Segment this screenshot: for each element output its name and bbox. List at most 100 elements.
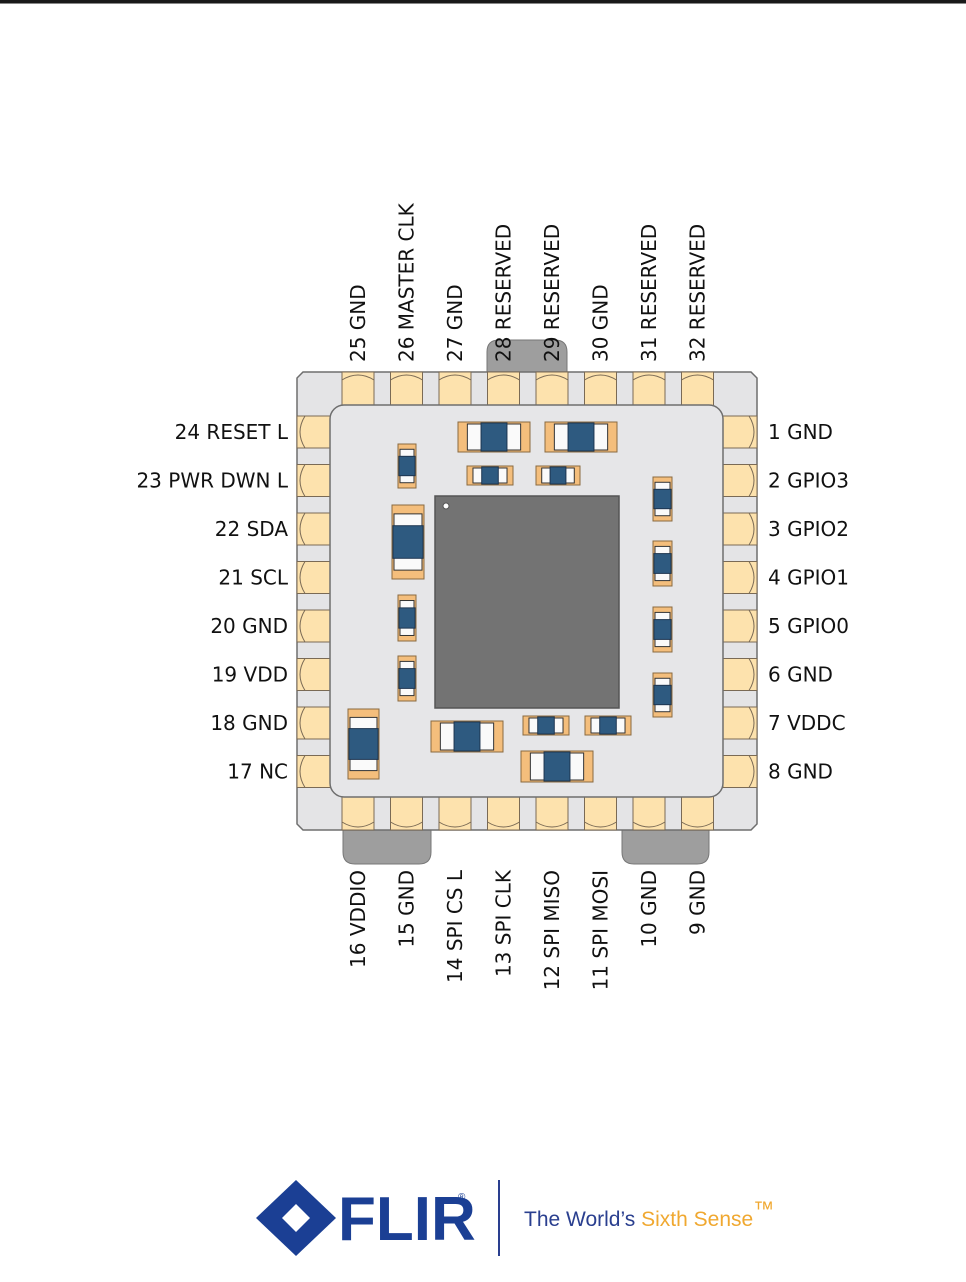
component-core	[653, 488, 672, 510]
component-core	[348, 728, 379, 760]
component-core	[398, 455, 416, 477]
component-core	[481, 466, 499, 485]
pin-label-right: 5 GPIO0	[768, 614, 849, 638]
pin-label-bottom: 14 SPI CS L	[443, 869, 467, 983]
bottom-pad-notch	[632, 821, 666, 828]
pin-label-top: 31 RESERVED	[637, 224, 661, 362]
pin-label-left: 21 SCL	[218, 566, 288, 590]
top-pad-notch	[584, 374, 617, 381]
right-pad-notch	[748, 512, 755, 546]
pin-label-left: 17 NC	[227, 760, 288, 784]
bottom-pad-notch	[535, 821, 569, 828]
bottom-pad-notch	[487, 821, 520, 828]
bottom-left-tab	[342, 829, 432, 865]
smd-component	[584, 715, 632, 736]
smd-component	[466, 465, 514, 486]
pin-label-right: 3 GPIO2	[768, 517, 849, 541]
bottom-pad-notch	[341, 821, 375, 828]
component-core	[453, 721, 481, 752]
smd-component	[347, 708, 380, 780]
pin-label-left: 23 PWR DWN L	[136, 469, 288, 493]
tagline: The World’s Sixth Sense™	[524, 1198, 774, 1231]
top-pad-notch	[632, 374, 666, 381]
pin-label-right: 1 GND	[768, 420, 833, 444]
page-top-rule	[0, 0, 966, 4]
inner-substrate	[329, 404, 724, 798]
tagline-part2: Sixth Sense	[641, 1208, 753, 1231]
pin-label-bottom: 11 SPI MOSI	[589, 870, 613, 990]
left-pad-notch	[299, 512, 306, 546]
top-pad-notch	[487, 374, 520, 381]
left-pad-notch	[299, 464, 306, 497]
pin-label-bottom: 16 VDDIO	[346, 870, 370, 968]
left-pad-notch	[299, 561, 306, 594]
smd-components	[347, 421, 673, 783]
left-pad-notch	[299, 609, 306, 643]
registered-mark: ®	[458, 1192, 466, 1203]
bottom-pad-notch	[681, 821, 714, 828]
component-core	[653, 684, 672, 706]
right-pad-notch	[748, 609, 755, 643]
right-pad-notch	[748, 415, 755, 449]
component-core	[398, 607, 416, 629]
pin-label-top: 25 GND	[346, 284, 370, 362]
pin-label-bottom: 12 SPI MISO	[540, 870, 564, 990]
smd-component	[535, 465, 581, 486]
pin1-marker	[442, 502, 450, 510]
pin-labels: 25 GND 26 MASTER CLK 27 GND 28 RESERVED 29 R…	[136, 202, 849, 990]
tagline-part1: The World’s	[524, 1208, 641, 1231]
smd-component	[391, 504, 425, 580]
pin-label-top: 29 RESERVED	[540, 224, 564, 362]
right-pad-notch	[748, 561, 755, 594]
bottom-pad-notch	[584, 821, 617, 828]
pin-label-left: 20 GND	[210, 614, 288, 638]
component-core	[653, 553, 672, 574]
bottom-right-tab	[621, 829, 710, 865]
left-pad-notch	[299, 755, 306, 788]
right-pad-notch	[748, 464, 755, 497]
pin-label-right: 7 VDDC	[768, 711, 846, 735]
smd-component	[397, 594, 417, 642]
pin-label-top: 27 GND	[443, 284, 467, 362]
trademark-mark: ™	[753, 1198, 774, 1221]
bottom-pad-notch	[438, 821, 472, 828]
pin-label-left: 24 RESET L	[175, 420, 289, 444]
top-tab	[486, 339, 568, 373]
top-pad-notch	[438, 374, 472, 381]
smd-component	[397, 443, 417, 489]
flir-logo: FLIR ® The World’s Sixth Sense™	[256, 1180, 774, 1256]
pin-label-top: 30 GND	[589, 284, 613, 362]
component-core	[653, 619, 672, 640]
smd-component	[652, 606, 673, 653]
pin-label-right: 6 GND	[768, 663, 833, 687]
left-pad-notch	[299, 415, 306, 449]
top-pad-notch	[681, 374, 714, 381]
pin-label-right: 4 GPIO1	[768, 566, 849, 590]
component-core	[599, 716, 617, 735]
smd-component	[430, 720, 504, 753]
pin-label-top: 26 MASTER CLK	[395, 202, 419, 362]
pin-label-bottom: 9 GND	[686, 870, 710, 935]
pin-label-bottom: 13 SPI CLK	[492, 869, 516, 977]
top-pad-notch	[390, 374, 423, 381]
smd-component	[397, 655, 417, 702]
left-pad-notch	[299, 706, 306, 740]
smd-component	[652, 476, 673, 522]
pin-label-left: 19 VDD	[212, 663, 288, 687]
pin-label-bottom: 15 GND	[395, 870, 419, 948]
pin-label-top: 32 RESERVED	[686, 224, 710, 362]
pin-label-left: 22 SDA	[215, 517, 289, 541]
pin-label-top: 28 RESERVED	[492, 224, 516, 362]
smd-component	[520, 750, 594, 783]
component-core	[480, 422, 508, 452]
bottom-pad-notch	[390, 821, 423, 828]
component-core	[398, 668, 416, 689]
top-pad-notch	[341, 374, 375, 381]
pin-pads	[296, 371, 758, 831]
pin-label-bottom: 10 GND	[637, 870, 661, 948]
component-core	[549, 466, 567, 485]
smd-component	[522, 715, 570, 736]
pin-label-right: 8 GND	[768, 760, 833, 784]
right-pad-notch	[748, 755, 755, 788]
